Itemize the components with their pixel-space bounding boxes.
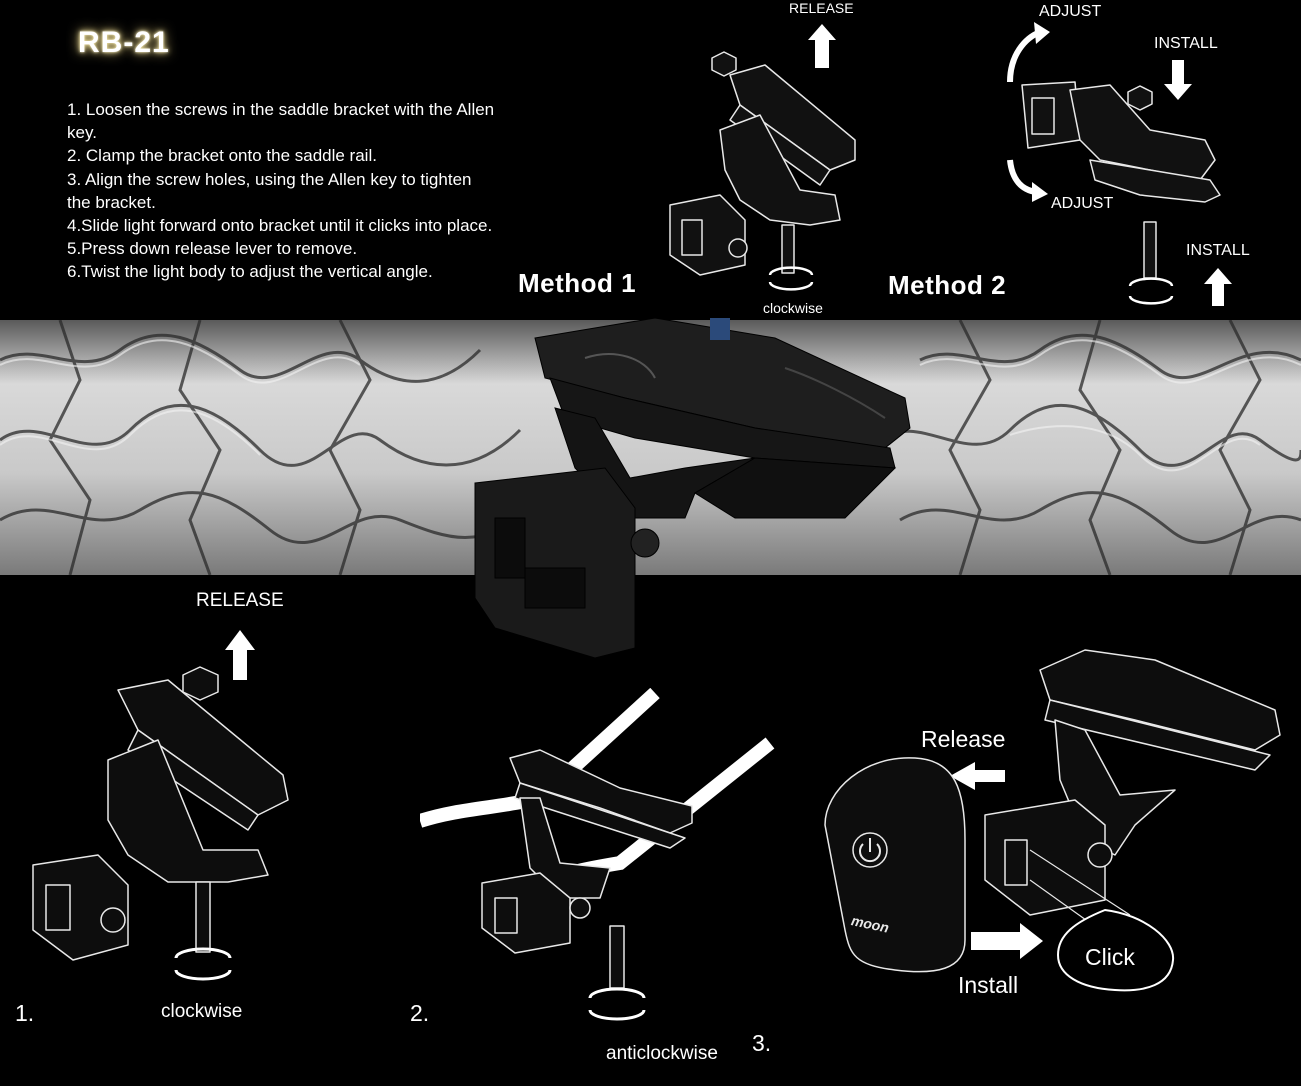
instruction-step-3: 3. Align the screw holes, using the Alle…: [67, 169, 472, 212]
diagram-1-release-label: RELEASE: [196, 590, 284, 611]
click-callout-bubble: [1056, 908, 1175, 992]
power-icon: [859, 838, 881, 863]
diagram-2-step-number: 2.: [410, 1000, 430, 1026]
diagram-3-release-label: Release: [921, 726, 1006, 752]
diagram-1-clockwise-label: clockwise: [161, 1001, 243, 1022]
method-1-clockwise-label: clockwise: [763, 300, 823, 316]
method-2-title: Method 2: [888, 270, 1007, 300]
diagram-2-bracket-on-rail-illustration: [420, 688, 775, 1021]
diagram-2-anticlockwise-label: anticlockwise: [606, 1043, 718, 1064]
method-1-bracket-illustration: [669, 24, 856, 291]
instruction-step-1: 1. Loosen the screws in the saddle brack…: [67, 100, 495, 143]
cracked-texture-pattern: [0, 320, 1301, 575]
page-title: RB-21: [78, 26, 170, 59]
instruction-step-6: 6.Twist the light body to adjust the ver…: [67, 262, 433, 282]
diagram-1-bracket-illustration: [32, 630, 289, 981]
instruction-step-4: 4.Slide light forward onto bracket until…: [67, 216, 493, 236]
diagram-3-click-label: Click: [1085, 944, 1135, 970]
diagram-3-light-install-illustration: moon: [824, 649, 1281, 992]
brand-logo-text: moon: [850, 912, 891, 936]
method-2-adjust-bottom-label: ADJUST: [1051, 195, 1114, 212]
method-2-bracket-illustration: [1007, 22, 1232, 306]
method-2-adjust-top-label: ADJUST: [1039, 3, 1102, 20]
instruction-steps: 1. Loosen the screws in the saddle brack…: [67, 98, 497, 284]
method-1-release-label: RELEASE: [789, 0, 854, 16]
instruction-step-2: 2. Clamp the bracket onto the saddle rai…: [67, 146, 377, 166]
method-1-title: Method 1: [518, 268, 637, 298]
method-2-install-top-label: INSTALL: [1154, 35, 1218, 52]
method-2-install-bottom-label: INSTALL: [1186, 242, 1250, 259]
diagram-3-install-label: Install: [958, 972, 1019, 998]
diagram-1-step-number: 1.: [15, 1000, 35, 1026]
bracket-product-photo: [474, 318, 911, 659]
instruction-step-5: 5.Press down release lever to remove.: [67, 239, 358, 259]
diagram-3-step-number: 3.: [752, 1030, 772, 1056]
